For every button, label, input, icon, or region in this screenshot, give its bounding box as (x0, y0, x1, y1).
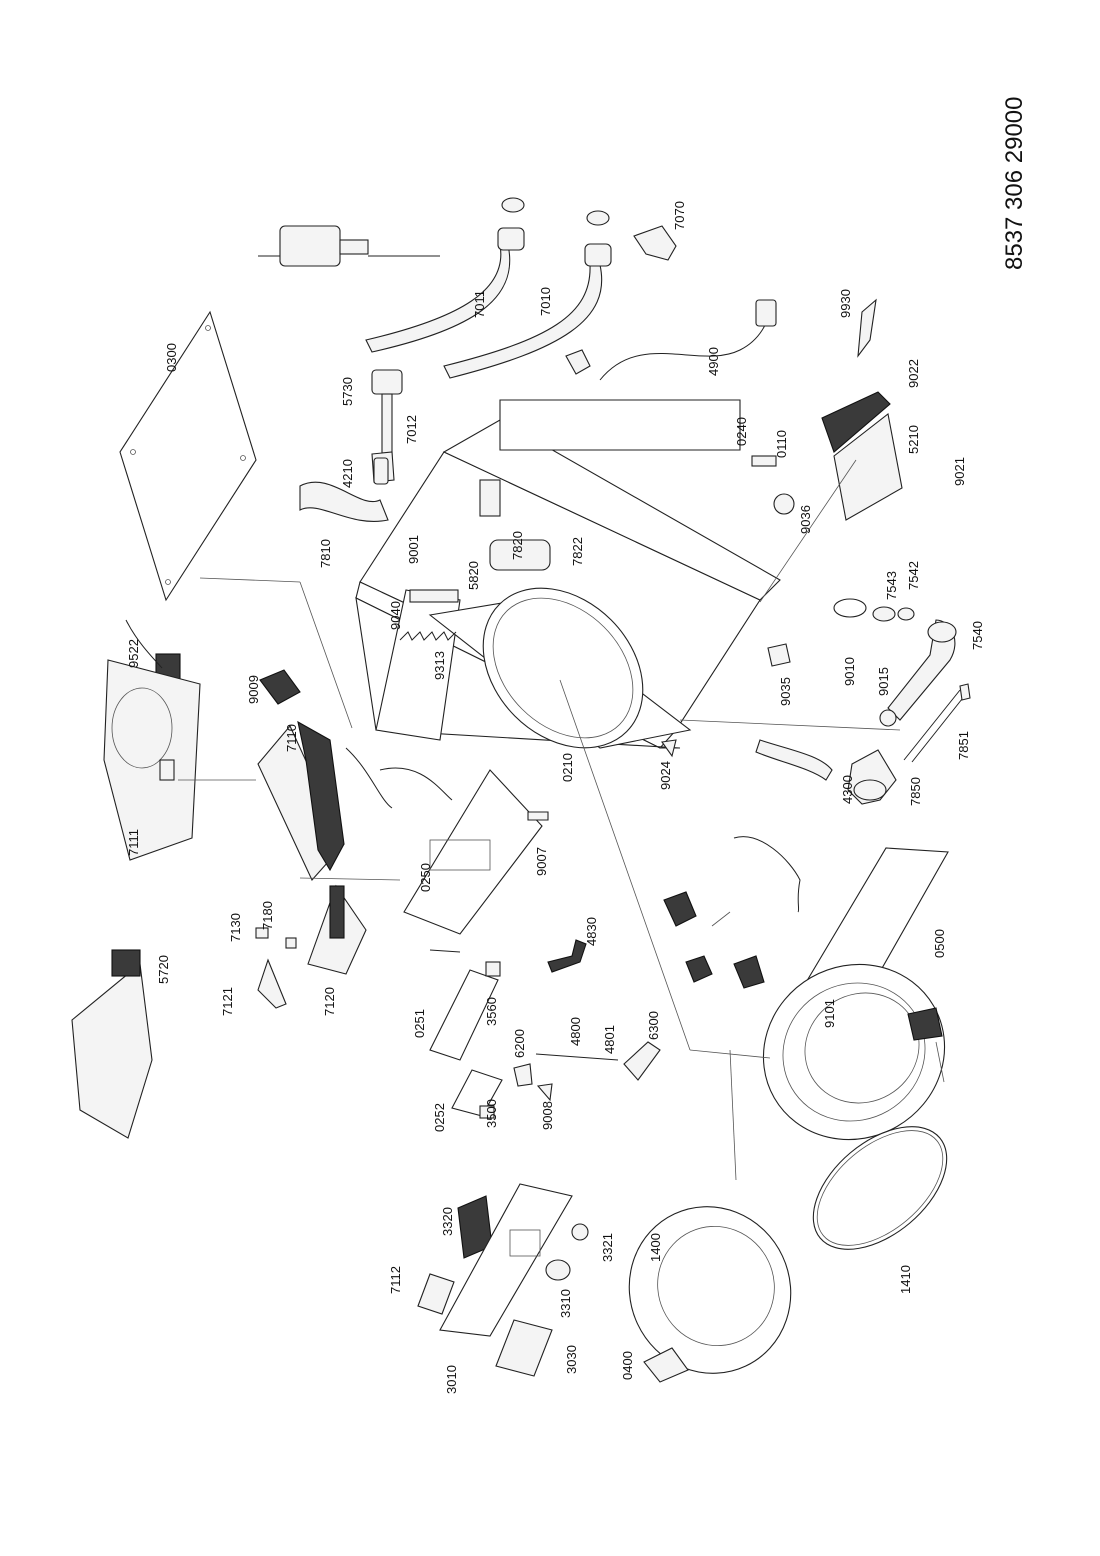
inlet-valve (258, 225, 440, 267)
hose-to-housing (345, 747, 453, 809)
label-9009: 9009 (246, 675, 261, 704)
label-9040: 9040 (388, 601, 403, 630)
label-7112: 7112 (388, 1266, 403, 1294)
label-4210: 4210 (340, 459, 355, 488)
control-board-5720 (71, 962, 153, 1139)
wire-4830 (547, 939, 587, 973)
part-labels: 0300 7011 7010 7070 5730 7012 4900 9930 … (126, 201, 985, 1394)
porthole-opening (482, 587, 644, 749)
service-tool (857, 298, 877, 358)
label-9021: 9021 (952, 457, 967, 486)
label-6200: 6200 (512, 1029, 527, 1058)
label-7180: 7180 (260, 901, 275, 930)
label-1410: 1410 (898, 1265, 913, 1294)
label-7130: 7130 (228, 913, 243, 942)
label-3320: 3320 (440, 1207, 455, 1236)
label-4800: 4800 (568, 1017, 583, 1046)
label-3560: 3560 (484, 997, 499, 1026)
label-7110: 7110 (284, 724, 299, 752)
label-7121: 7121 (220, 987, 235, 1016)
label-7850: 7850 (908, 777, 923, 806)
label-0210: 0210 (560, 753, 575, 782)
inlet-hose-7010 (443, 264, 603, 379)
label-9024: 9024 (658, 761, 673, 790)
label-9001: 9001 (406, 535, 421, 564)
label-0500: 0500 (932, 929, 947, 958)
label-9010: 9010 (842, 657, 857, 686)
label-4830: 4830 (584, 917, 599, 946)
label-7111: 7111 (126, 829, 141, 856)
console-part-0252 (451, 1069, 503, 1117)
label-7851: 7851 (956, 731, 971, 760)
label-9101: 9101 (822, 999, 837, 1028)
pump-cover (821, 391, 891, 453)
label-5820: 5820 (466, 561, 481, 590)
drawer-front-3030 (495, 1319, 553, 1377)
label-1400: 1400 (648, 1233, 663, 1262)
door-bellow (762, 963, 946, 1141)
tub-spring (399, 631, 457, 641)
console-frame-0251 (429, 969, 499, 1061)
label-0110: 0110 (774, 430, 789, 458)
inlet-hose-7011 (365, 244, 511, 353)
label-7011: 7011 (472, 290, 487, 318)
label-3321: 3321 (600, 1233, 615, 1262)
valve-7070 (633, 225, 677, 261)
label-7820: 7820 (510, 531, 525, 560)
label-9022: 9022 (906, 359, 921, 388)
valve-5730 (371, 369, 403, 395)
label-7543: 7543 (884, 571, 899, 600)
label-3030: 3030 (564, 1345, 579, 1374)
top-panel (119, 310, 257, 602)
label-9036: 9036 (798, 505, 813, 534)
label-9035: 9035 (778, 677, 793, 706)
parts-drawing (71, 197, 971, 1383)
label-7540: 7540 (970, 621, 985, 650)
label-0251: 0251 (412, 1009, 427, 1038)
document-number: 8537 306 29000 (1001, 96, 1028, 270)
label-9930: 9930 (838, 289, 853, 318)
label-5720: 5720 (156, 955, 171, 984)
label-9008: 9008 (540, 1101, 555, 1130)
label-7120: 7120 (322, 987, 337, 1016)
label-6300: 6300 (646, 1011, 661, 1040)
label-3010: 3010 (444, 1365, 459, 1394)
label-9313: 9313 (432, 651, 447, 680)
label-7012: 7012 (404, 415, 419, 444)
label-7810: 7810 (318, 539, 333, 568)
label-5210: 5210 (906, 425, 921, 454)
label-3310: 3310 (558, 1289, 573, 1318)
label-9007: 9007 (534, 847, 549, 876)
label-0250: 0250 (418, 863, 433, 892)
label-3500: 3500 (484, 1099, 499, 1128)
motor-control-7111 (103, 659, 201, 861)
label-0252: 0252 (432, 1103, 447, 1132)
mains-cable (599, 309, 769, 381)
cabinet (355, 399, 781, 749)
label-0300: 0300 (164, 343, 179, 372)
label-0400: 0400 (620, 1351, 635, 1380)
control-panel-3010 (439, 1183, 573, 1337)
label-4900: 4900 (706, 347, 721, 376)
label-9015: 9015 (876, 667, 891, 696)
label-7010: 7010 (538, 287, 553, 316)
label-4801: 4801 (602, 1025, 617, 1054)
label-7822: 7822 (570, 537, 585, 566)
label-9522: 9522 (126, 639, 141, 668)
label-4300: 4300 (840, 775, 855, 804)
label-5730: 5730 (340, 377, 355, 406)
clamp-ring-1410 (812, 1126, 948, 1250)
label-0240: 0240 (734, 417, 749, 446)
label-7542: 7542 (906, 561, 921, 590)
label-7070: 7070 (672, 201, 687, 230)
leader-lines (178, 459, 945, 1181)
top-rail-0250 (403, 769, 543, 935)
